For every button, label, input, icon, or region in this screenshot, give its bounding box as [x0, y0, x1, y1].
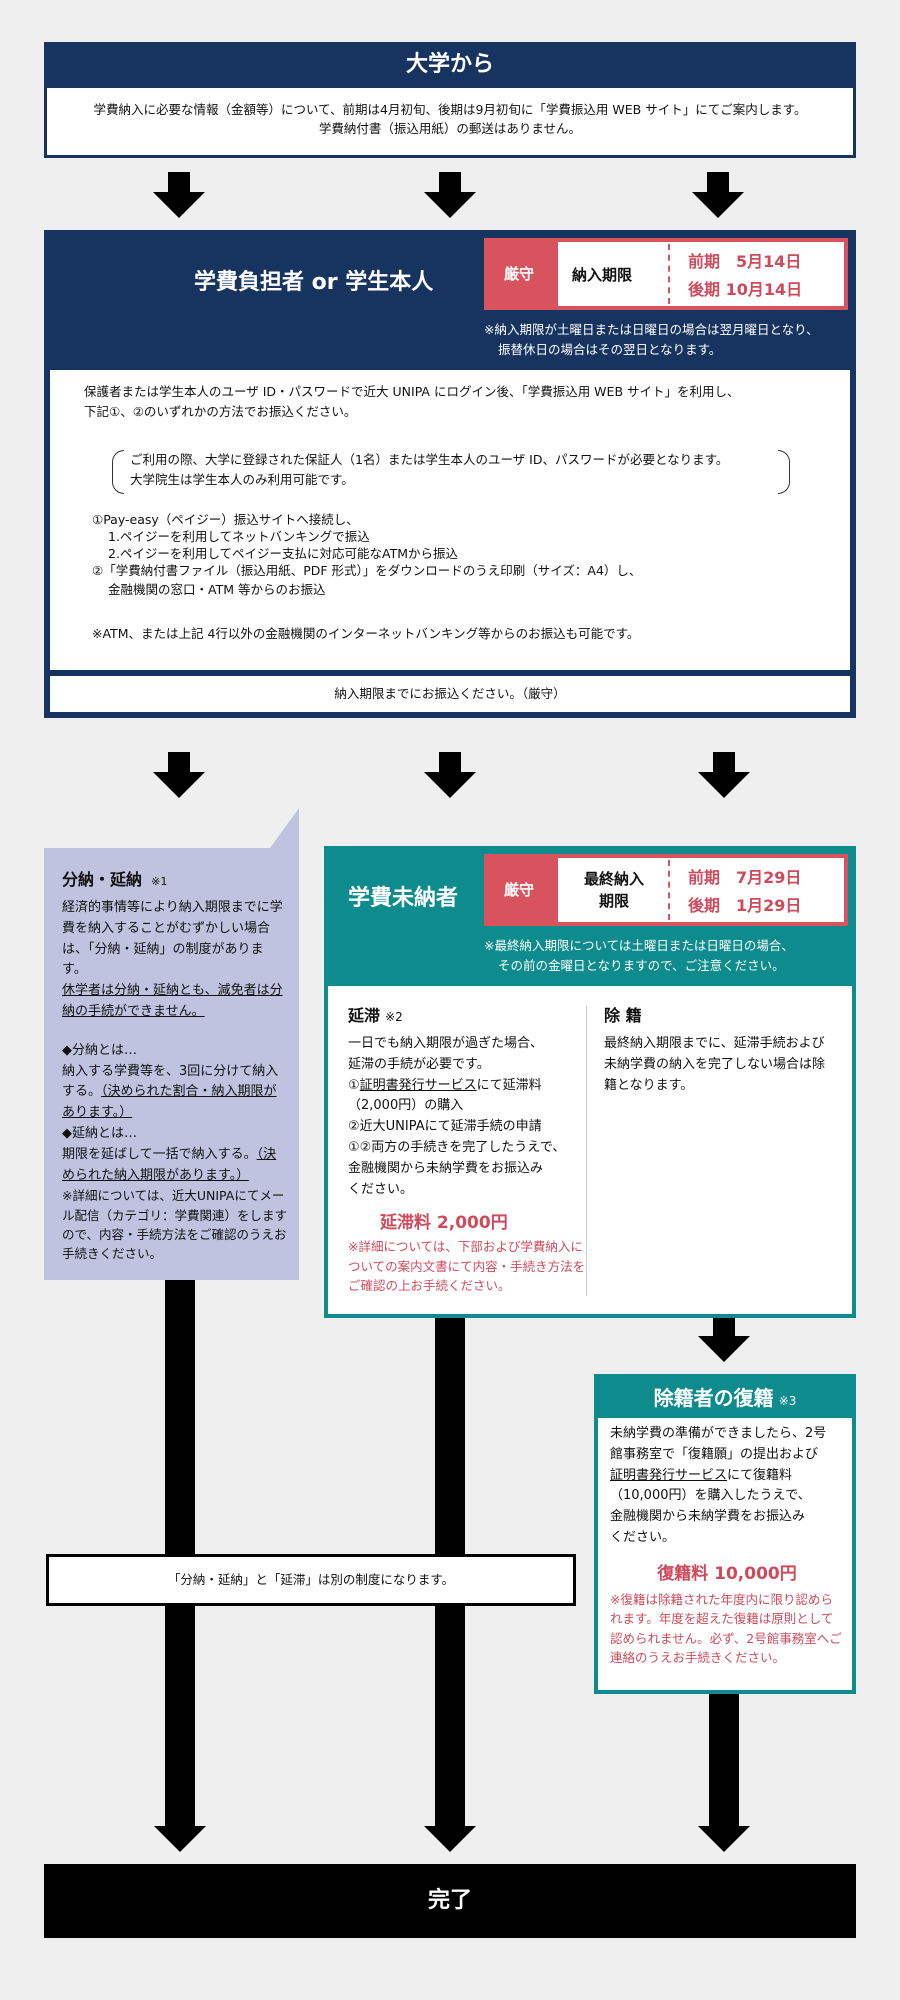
expel-title: 除 籍 [604, 1006, 642, 1025]
late-section: 延滞 ※2 一日でも納入期限が過ぎた場合、 延滞の手続が必要です。 ①証明書発行… [348, 1002, 588, 1296]
university-header: 大学から [44, 42, 856, 88]
payer-paren2: 大学院生は学生本人のみ利用可能です。 [130, 472, 354, 487]
payer-method1: ①Pay-easy（ペイジー）振込サイトへ接続し、 [92, 512, 359, 527]
arrow-down-icon [153, 752, 205, 798]
payer-method1a: 1.ペイジーを利用してネットバンキングで振込 [108, 529, 370, 544]
arrow-down-icon [698, 752, 750, 798]
installment-d2: 期限を延ばして一括で納入する。 [62, 1146, 257, 1162]
installment-d1: 納入する学費等を、3回に分けて納入する。 [62, 1063, 279, 1100]
payer-atm-note: ※ATM、または上記 4行以外の金融機関のインターネットバンキング等からのお振込… [92, 626, 640, 641]
late-line3a: ① [348, 1077, 360, 1093]
installment-h1: ◆分納とは… [62, 1042, 137, 1058]
late-line7: 金融機関から未納学費をお振込み [348, 1160, 544, 1176]
late-fee: 延滞料 2,000円 [380, 1213, 508, 1234]
installment-p1: 経済的事情等により納入期限までに学費を納入することがむずかしい場合は、「分納・延… [62, 900, 283, 978]
payer-body: 保護者または学生本人のユーザ ID・パスワードで近大 UNIPA にログイン後、… [50, 370, 850, 670]
late-line6: ①②両方の手続きを完了したうえで、 [348, 1139, 566, 1155]
arrow-down-icon [153, 172, 205, 218]
payer-note2: 振替休日の場合はその翌日となります。 [498, 342, 722, 357]
payer-first-half: 前期 5月14日 [688, 252, 802, 271]
late-line5: ②近大UNIPAにて延滞手続の申請 [348, 1119, 542, 1135]
arrow-down-icon [692, 172, 744, 218]
arrow-down-icon [154, 1826, 206, 1852]
reinstate-line6: ください。 [610, 1529, 676, 1545]
payer-method2a: 金融機関の窓口・ATM 等からのお振込 [108, 582, 326, 597]
installment-box: 分納・延納 ※1 経済的事情等により納入期限までに学費を納入することがむずかしい… [44, 808, 299, 1280]
reinstate-line1: 未納学費の準備ができましたら、2号 [610, 1426, 827, 1441]
late-line3c: にて延滞料 [476, 1077, 542, 1093]
payer-title: 学費負担者 or 学生本人 [194, 270, 434, 295]
flow-line [709, 1694, 739, 1826]
university-line2: 学費納付書（振込用紙）の郵送はありません。 [318, 121, 582, 137]
installment-p2: 休学者は分納・延納とも、減免者は分納の手続ができません。 [62, 983, 283, 1019]
flow-line [165, 1280, 195, 1826]
unpaid-body: 延滞 ※2 一日でも納入期限が過ぎた場合、 延滞の手続が必要です。 ①証明書発行… [328, 986, 852, 1314]
payer-section: 学費負担者 or 学生本人 厳守 納入期限 前期 5月14日 後期 10月14日… [44, 230, 856, 718]
arrow-down-icon [424, 1826, 476, 1852]
payer-note1: ※納入期限が土曜日または日曜日の場合は翌月曜日となり、 [484, 322, 819, 337]
unpaid-title: 学費未納者 [348, 886, 459, 911]
installment-h2: ◆延納とは… [62, 1125, 137, 1141]
unpaid-deadline-box: 最終納入 期限 前期 7月29日 後期 1月29日 [554, 854, 848, 926]
unpaid-first-half: 前期 7月29日 [688, 868, 802, 887]
reinstate-mark: ※3 [778, 1394, 797, 1408]
payer-intro2: 下記①、②のいずれかの方法でお振込ください。 [84, 404, 357, 419]
installment-note: ※詳細については、近大UNIPAにてメール配信（カテゴリ：学費関連）をしますので… [62, 1188, 288, 1262]
reinstate-title: 除籍者の復籍 [653, 1386, 774, 1410]
reinstate-line3: 証明書発行サービス [610, 1467, 728, 1483]
unpaid-deadline-label2: 期限 [598, 892, 629, 910]
payer-paren1: ご利用の際、大学に登録された保証人（1名）または学生本人のユーザ ID、パスワー… [130, 452, 729, 467]
expel-section: 除 籍 最終納入期限までに、延滞手続および未納学費の納入を完了しない場合は除籍と… [604, 1002, 830, 1096]
installment-d1u: （決められた割合・納入期限があります。） [62, 1084, 277, 1121]
late-line4: （2,000円）の購入 [348, 1098, 464, 1114]
reinstate-body: 未納学費の準備ができましたら、2号 館事務室で「復籍願」の提出および 証明書発行… [598, 1418, 852, 1690]
payer-deadline-box: 納入期限 前期 5月14日 後期 10月14日 [554, 238, 848, 310]
late-line3b: 証明書発行サービス [359, 1077, 477, 1093]
late-line2: 延滞の手続が必要です。 [348, 1056, 490, 1072]
expel-text: 最終納入期限までに、延滞手続および未納学費の納入を完了しない場合は除籍となります… [604, 1036, 826, 1093]
university-body: 学費納入に必要な情報（金額等）について、前期は4月初旬、後期は9月初旬に「学費振… [44, 88, 856, 158]
installment-d2u: （決められた納入期限があります。） [62, 1146, 277, 1183]
arrow-down-icon [424, 752, 476, 798]
reinstate-line5: 金融機関から未納学費をお振込み [610, 1509, 806, 1525]
payer-strict-badge: 厳守 [484, 238, 554, 310]
payer-intro1: 保護者または学生本人のユーザ ID・パスワードで近大 UNIPA にログイン後、… [84, 384, 740, 399]
university-line1: 学費納入に必要な情報（金額等）について、前期は4月初旬、後期は9月初旬に「学費振… [93, 102, 807, 117]
payer-deadline-label: 納入期限 [572, 266, 633, 284]
unpaid-section: 学費未納者 厳守 最終納入 期限 前期 7月29日 後期 1月29日 ※最終納入… [324, 846, 856, 1318]
reinstate-section: 除籍者の復籍 ※3 未納学費の準備ができましたら、2号 館事務室で「復籍願」の提… [594, 1374, 856, 1694]
payer-method1b: 2.ペイジーを利用してペイジー支払に対応可能なATMから振込 [108, 546, 459, 561]
arrow-down-icon [698, 1318, 750, 1362]
separate-systems-note: 「分納・延納」と「延滞」は別の制度になります。 [46, 1554, 576, 1606]
unpaid-second-half: 後期 1月29日 [688, 896, 802, 915]
installment-mark: ※1 [151, 875, 168, 888]
reinstate-line3b: にて復籍料 [727, 1467, 793, 1483]
unpaid-deadline-label1: 最終納入 [583, 870, 644, 888]
payer-footer: 納入期限までにお振込ください。（厳守） [50, 676, 850, 712]
university-title: 大学から [405, 52, 494, 77]
reinstate-note: ※復籍は除籍された年度内に限り認められます。年度を超えた復籍は原則として認められ… [610, 1591, 842, 1665]
installment-title: 分納・延納 [62, 870, 143, 889]
late-line1: 一日でも納入期限が過ぎた場合、 [348, 1036, 544, 1051]
reinstate-line4: （10,000円）を購入したうえで、 [610, 1488, 811, 1504]
late-note: ※詳細については、下部および学費納入についての案内文書にて内容・手続き方法をご確… [348, 1239, 586, 1294]
reinstate-line2: 館事務室で「復籍願」の提出および [610, 1446, 819, 1462]
arrow-down-icon [698, 1826, 750, 1852]
late-mark: ※2 [385, 1010, 403, 1024]
reinstate-fee: 復籍料 10,000円 [657, 1563, 797, 1584]
arrow-down-icon [424, 172, 476, 218]
late-title: 延滞 [348, 1006, 381, 1025]
payer-method2: ②「学費納付書ファイル（振込用紙、PDF 形式）」をダウンロードのうえ印刷（サイ… [92, 563, 642, 578]
unpaid-strict-badge: 厳守 [484, 854, 554, 926]
late-line8: ください。 [348, 1181, 414, 1197]
unpaid-note1: ※最終納入期限については土曜日または日曜日の場合、 [484, 938, 794, 953]
payer-second-half: 後期 10月14日 [688, 280, 803, 299]
unpaid-note2: その前の金曜日となりますので、ご注意ください。 [498, 958, 785, 973]
complete-banner: 完了 [44, 1864, 856, 1938]
